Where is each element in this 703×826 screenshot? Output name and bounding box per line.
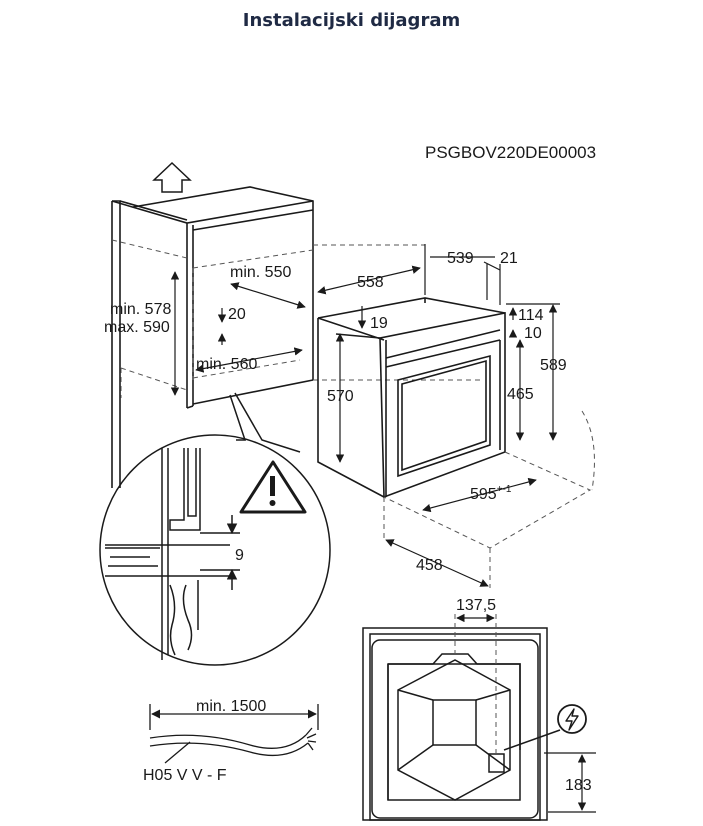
electric-icon (557, 704, 587, 734)
oven-114: 114 (518, 307, 544, 324)
oven-21: 21 (500, 250, 518, 267)
oven-19: 19 (370, 315, 388, 332)
niche-depth-min: min. 550 (230, 264, 291, 281)
oven-10: 10 (524, 325, 542, 342)
oven-595: 595+-1 (470, 484, 512, 503)
oven-depth-539: 539 (447, 250, 474, 267)
back-dimensions (456, 613, 596, 813)
niche-gap-20: 20 (228, 306, 246, 323)
arrow-up-icon (152, 161, 192, 193)
oven-589: 589 (540, 357, 567, 374)
detail-callout (99, 392, 331, 666)
cable-length: min. 1500 (196, 698, 266, 715)
cable-type: H05 V V - F (143, 767, 227, 784)
warning-icon (239, 460, 307, 514)
oven-465: 465 (507, 386, 534, 403)
niche-width-min: min. 560 (196, 356, 257, 373)
oven-guides (383, 410, 595, 588)
niche-dimensions (170, 271, 306, 396)
oven-body (317, 297, 506, 499)
niche-height-min: min. 578 (110, 301, 171, 318)
back-183: 183 (565, 777, 592, 794)
oven-dimensions (317, 244, 560, 587)
back-guides (454, 614, 497, 754)
page-title: Instalacijski dijagram (242, 10, 461, 31)
oven-458: 458 (416, 557, 443, 574)
oven-depth-558: 558 (357, 274, 384, 291)
diagram-code: PSGBOV220DE00003 (425, 143, 596, 162)
niche-height-max: max. 590 (104, 319, 170, 336)
cable-drawing (149, 704, 319, 764)
cabinet-niche (111, 186, 314, 488)
oven-back-view (362, 627, 561, 821)
oven-570: 570 (327, 388, 354, 405)
back-137: 137,5 (456, 597, 496, 614)
detail-gap-9: 9 (235, 547, 244, 564)
